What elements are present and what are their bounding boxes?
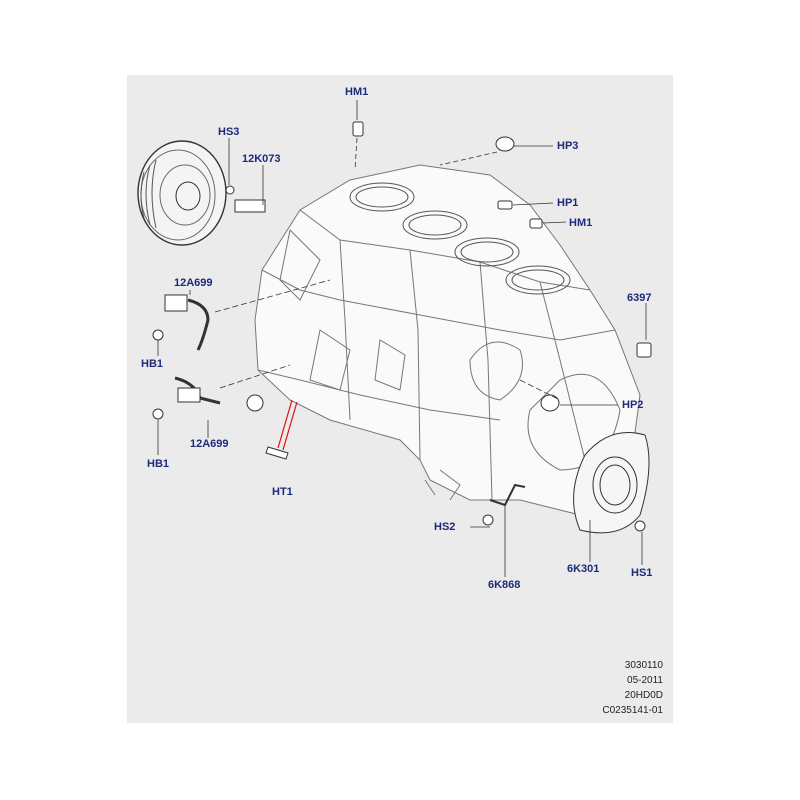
callout-hb1-bottom: HB1 bbox=[147, 458, 170, 470]
leader-lines bbox=[157, 100, 647, 577]
ref-number: 3030110 bbox=[624, 660, 663, 671]
ref-illustration-id: C0235141-01 bbox=[602, 705, 663, 716]
callout-12a699-bottom: 12A699 bbox=[190, 438, 229, 450]
crank-pulley bbox=[137, 140, 227, 246]
callout-ht1: HT1 bbox=[272, 486, 293, 498]
drawing-reference-block: 3030110 05-2011 20HD0D C0235141-01 bbox=[583, 658, 663, 718]
callout-hb1-top: HB1 bbox=[141, 358, 164, 370]
callout-6k301: 6K301 bbox=[567, 563, 600, 575]
callout-hp3: HP3 bbox=[557, 140, 579, 152]
callout-12k073: 12K073 bbox=[242, 153, 281, 165]
callout-hp2: HP2 bbox=[622, 399, 644, 411]
callout-12a699-top: 12A699 bbox=[174, 277, 213, 289]
callout-hs3: HS3 bbox=[218, 126, 240, 138]
ref-date: 05-2011 bbox=[627, 675, 663, 686]
rear-seal-housing bbox=[573, 432, 650, 534]
callout-hm1-top: HM1 bbox=[345, 86, 369, 98]
callout-6397: 6397 bbox=[627, 292, 652, 304]
callout-hs2: HS2 bbox=[434, 521, 456, 533]
cylinder-bores bbox=[349, 182, 571, 295]
callout-hm1-right: HM1 bbox=[569, 217, 593, 229]
callout-hp1: HP1 bbox=[557, 197, 579, 209]
small-parts bbox=[152, 121, 652, 532]
engine-block bbox=[254, 164, 641, 521]
callout-hs1: HS1 bbox=[631, 567, 653, 579]
ref-code: 20HD0D bbox=[624, 690, 663, 701]
highlight-lines bbox=[277, 399, 298, 451]
callout-6k868: 6K868 bbox=[488, 579, 521, 591]
